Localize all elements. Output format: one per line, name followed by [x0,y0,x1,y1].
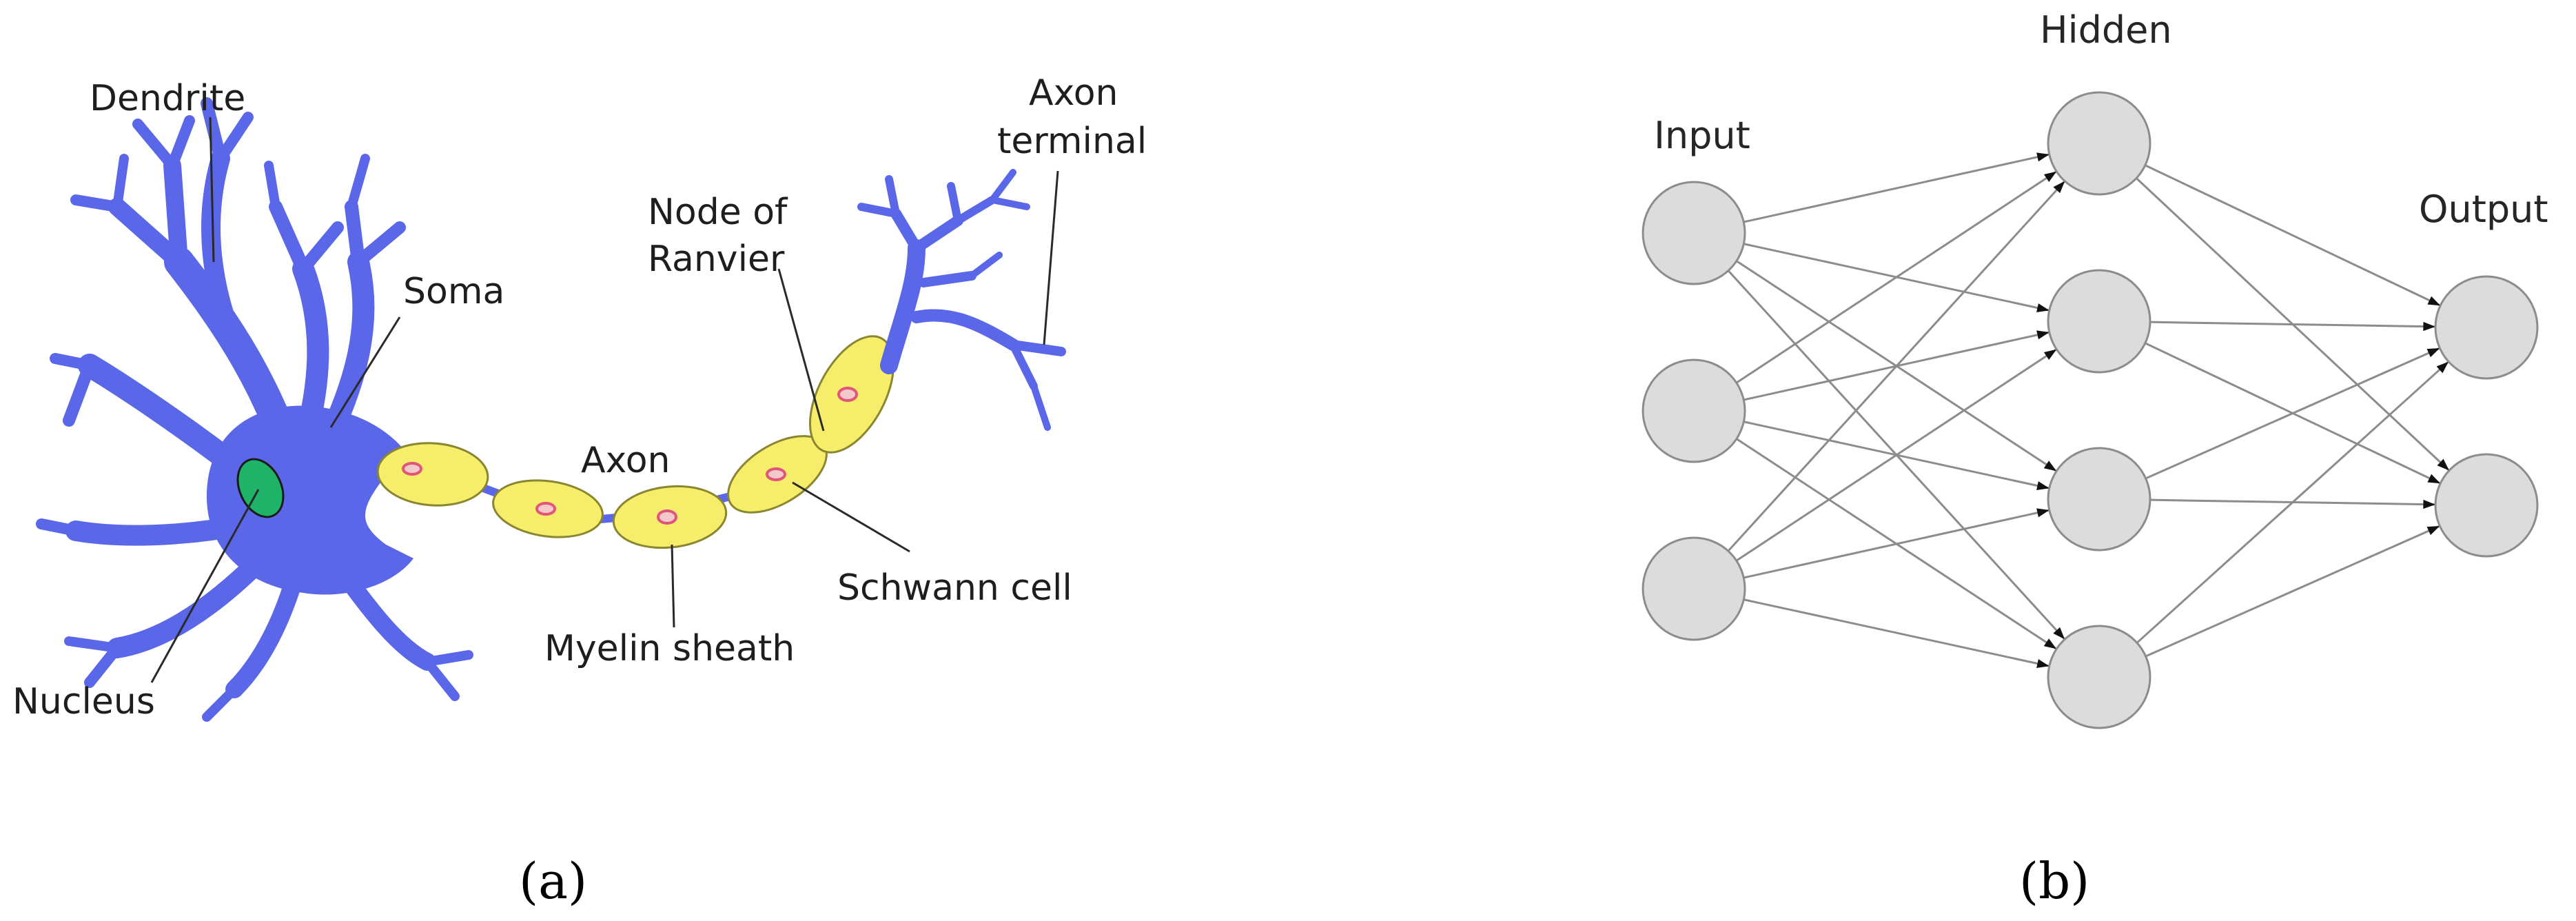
output-node [2434,275,2539,380]
hidden-node [2047,269,2151,374]
soma-body [207,405,413,595]
edge-arrowhead [2043,638,2057,649]
network-edge-arrowheads [2036,152,2449,668]
layer-label-input: Input [1654,114,1750,157]
hidden-node [2047,447,2151,551]
neural-network-diagram: Input Hidden Output [1642,8,2548,729]
edge-arrowhead [2036,508,2049,518]
edge-arrowhead [2036,481,2049,490]
schwann-nucleus [766,467,786,481]
edge-arrowhead [2053,627,2065,640]
network-edge [2145,347,2440,480]
edge-arrowhead [2036,152,2049,162]
edge-arrowhead [2423,321,2436,332]
caption-b: (b) [2019,852,2089,910]
edge-arrowhead [2427,474,2441,484]
label-myelin-sheath: Myelin sheath [544,628,795,669]
label-nucleus: Nucleus [12,681,155,722]
network-edge [1727,180,2066,552]
schwann-nucleus [837,387,858,402]
schwann-nuclei [402,387,858,525]
schwann-nucleus [535,502,556,516]
layer-label-output: Output [2419,188,2548,231]
edge-arrowhead [2437,458,2449,471]
neuron-diagram: Dendrite Soma Nucleus Axon Node of Ranvi… [12,72,1147,722]
edge-arrowhead [2423,499,2436,509]
label-terminal-line1: Axon [1029,72,1118,114]
network-edge [2145,525,2440,658]
layer-label-hidden: Hidden [2040,8,2172,52]
edge-arrowhead [2053,181,2065,194]
network-edge [1735,170,2058,384]
dendrites [36,97,473,722]
edge-arrowhead [2036,330,2049,340]
edge-arrowhead [2036,659,2049,668]
hidden-node [2047,91,2151,196]
network-edge [1743,153,2050,223]
network-edges [1727,153,2450,667]
label-node-line1: Node of [648,192,788,233]
axon-terminal-branches [857,169,1066,431]
network-edge [2136,361,2450,644]
network-nodes [1642,91,2539,729]
schwann-nucleus [402,462,422,476]
edge-arrowhead [2043,171,2057,182]
edge-arrowhead [2043,349,2057,360]
label-axon: Axon [581,440,671,481]
nucleus [236,458,285,518]
edge-arrowhead [2427,296,2441,306]
network-edge [1735,348,2058,562]
myelin-segment [376,442,489,507]
input-node [1642,181,1746,285]
network-edge [2149,321,2436,328]
myelin-segments [376,335,895,549]
edge-arrowhead [2036,303,2049,312]
schwann-nucleus [657,509,677,525]
output-node [2434,453,2539,558]
label-schwann-cell: Schwann cell [837,567,1072,609]
input-node [1642,536,1746,641]
caption-a: (a) [519,852,587,910]
edge-arrowhead [2043,460,2057,472]
input-node [1642,358,1746,463]
label-node-line2: Ranvier [648,239,785,280]
label-dendrite: Dendrite [90,78,245,119]
edge-arrowhead [2426,525,2440,536]
label-terminal-line2: terminal [997,121,1147,162]
network-edge [1743,598,2050,667]
edge-arrowhead [2436,361,2449,374]
edge-arrowhead [2426,347,2440,358]
hidden-node [2047,625,2151,729]
network-edge [2145,164,2441,307]
label-soma: Soma [403,271,504,312]
network-edge [1743,509,2050,579]
